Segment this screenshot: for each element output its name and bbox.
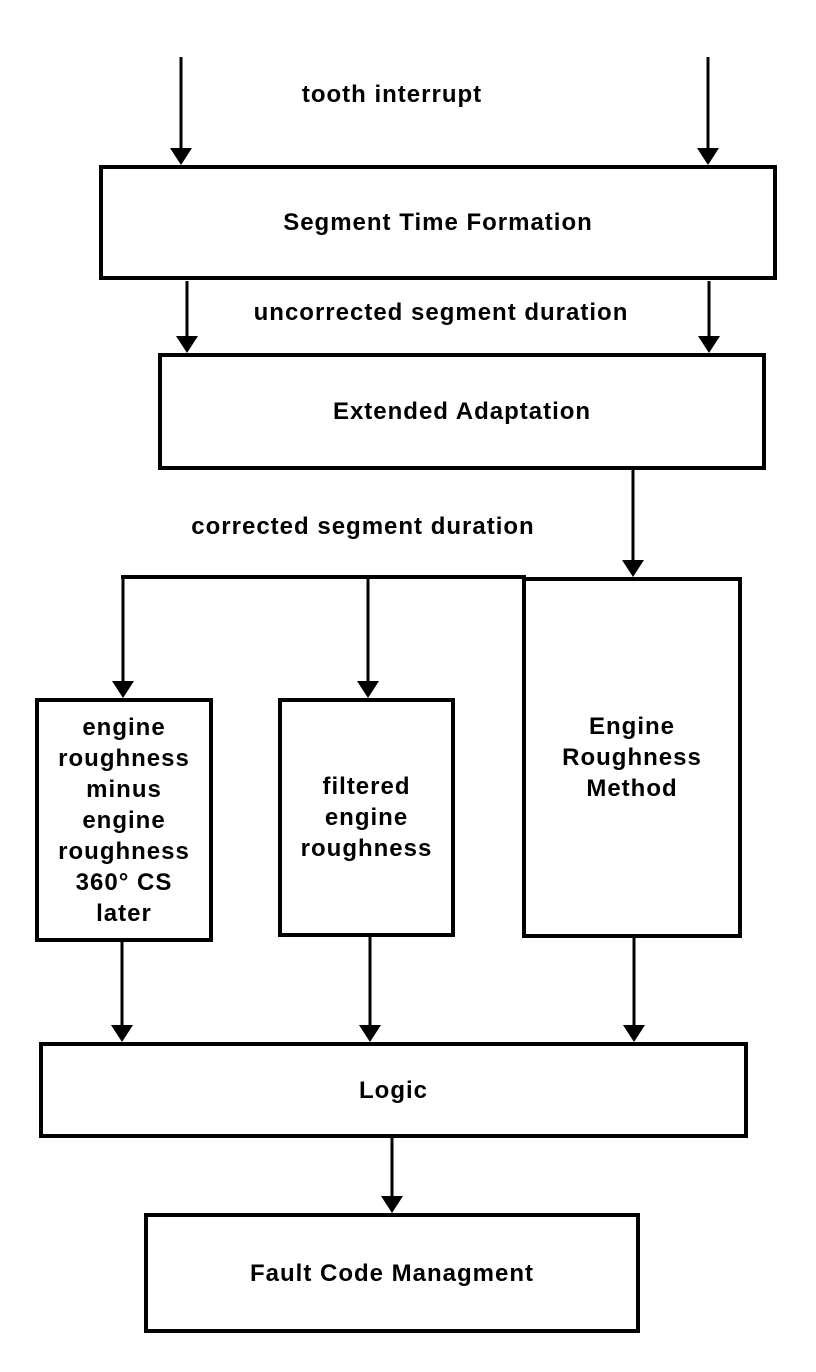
engine-roughness-method-node: Engine Roughness Method: [522, 577, 742, 938]
arrow-method-to-logic: [623, 937, 645, 1042]
edge-label-uncorrected-segment-duration: uncorrected segment duration: [253, 299, 629, 326]
arrow-shaft: [632, 937, 636, 1028]
arrowhead-down-icon: [176, 336, 198, 353]
segment-time-formation-node: Segment Time Formation: [99, 165, 777, 280]
arrow-roughness-minus-to-logic: [111, 941, 133, 1042]
arrow-shaft: [706, 57, 710, 151]
arrow-branch-to-roughness-minus: [112, 577, 134, 698]
arrow-shaft: [185, 281, 189, 339]
arrow-corrected-segment-duration: [622, 470, 644, 577]
arrow-shaft: [631, 470, 635, 563]
arrowhead-down-icon: [170, 148, 192, 165]
arrow-tooth-interrupt-right: [697, 57, 719, 165]
arrowhead-down-icon: [359, 1025, 381, 1042]
fault-code-management-node: Fault Code Managment: [144, 1213, 640, 1333]
edge-label-tooth-interrupt: tooth interrupt: [301, 81, 483, 108]
arrow-branch-to-filtered-roughness: [357, 577, 379, 698]
arrowhead-down-icon: [623, 1025, 645, 1042]
arrow-shaft: [366, 577, 370, 684]
arrow-tooth-interrupt-left: [170, 57, 192, 165]
arrow-filtered-to-logic: [359, 936, 381, 1042]
arrow-shaft: [390, 1137, 394, 1199]
arrow-shaft: [179, 57, 183, 151]
arrow-shaft: [121, 577, 125, 684]
branch-connector-line: [121, 575, 526, 579]
arrow-uncorrected-right: [698, 281, 720, 353]
engine-roughness-minus-node: engine roughness minus engine roughness …: [35, 698, 213, 942]
arrowhead-down-icon: [112, 681, 134, 698]
arrowhead-down-icon: [111, 1025, 133, 1042]
edge-label-corrected-segment-duration: corrected segment duration: [191, 513, 535, 540]
arrowhead-down-icon: [622, 560, 644, 577]
arrow-logic-to-fault-code-management: [381, 1137, 403, 1213]
extended-adaptation-node: Extended Adaptation: [158, 353, 766, 470]
arrowhead-down-icon: [381, 1196, 403, 1213]
logic-node: Logic: [39, 1042, 748, 1138]
filtered-engine-roughness-node: filtered engine roughness: [278, 698, 455, 937]
arrow-uncorrected-left: [176, 281, 198, 353]
arrow-shaft: [120, 941, 124, 1028]
arrow-shaft: [707, 281, 711, 339]
arrowhead-down-icon: [698, 336, 720, 353]
arrowhead-down-icon: [357, 681, 379, 698]
arrowhead-down-icon: [697, 148, 719, 165]
arrow-shaft: [368, 936, 372, 1028]
